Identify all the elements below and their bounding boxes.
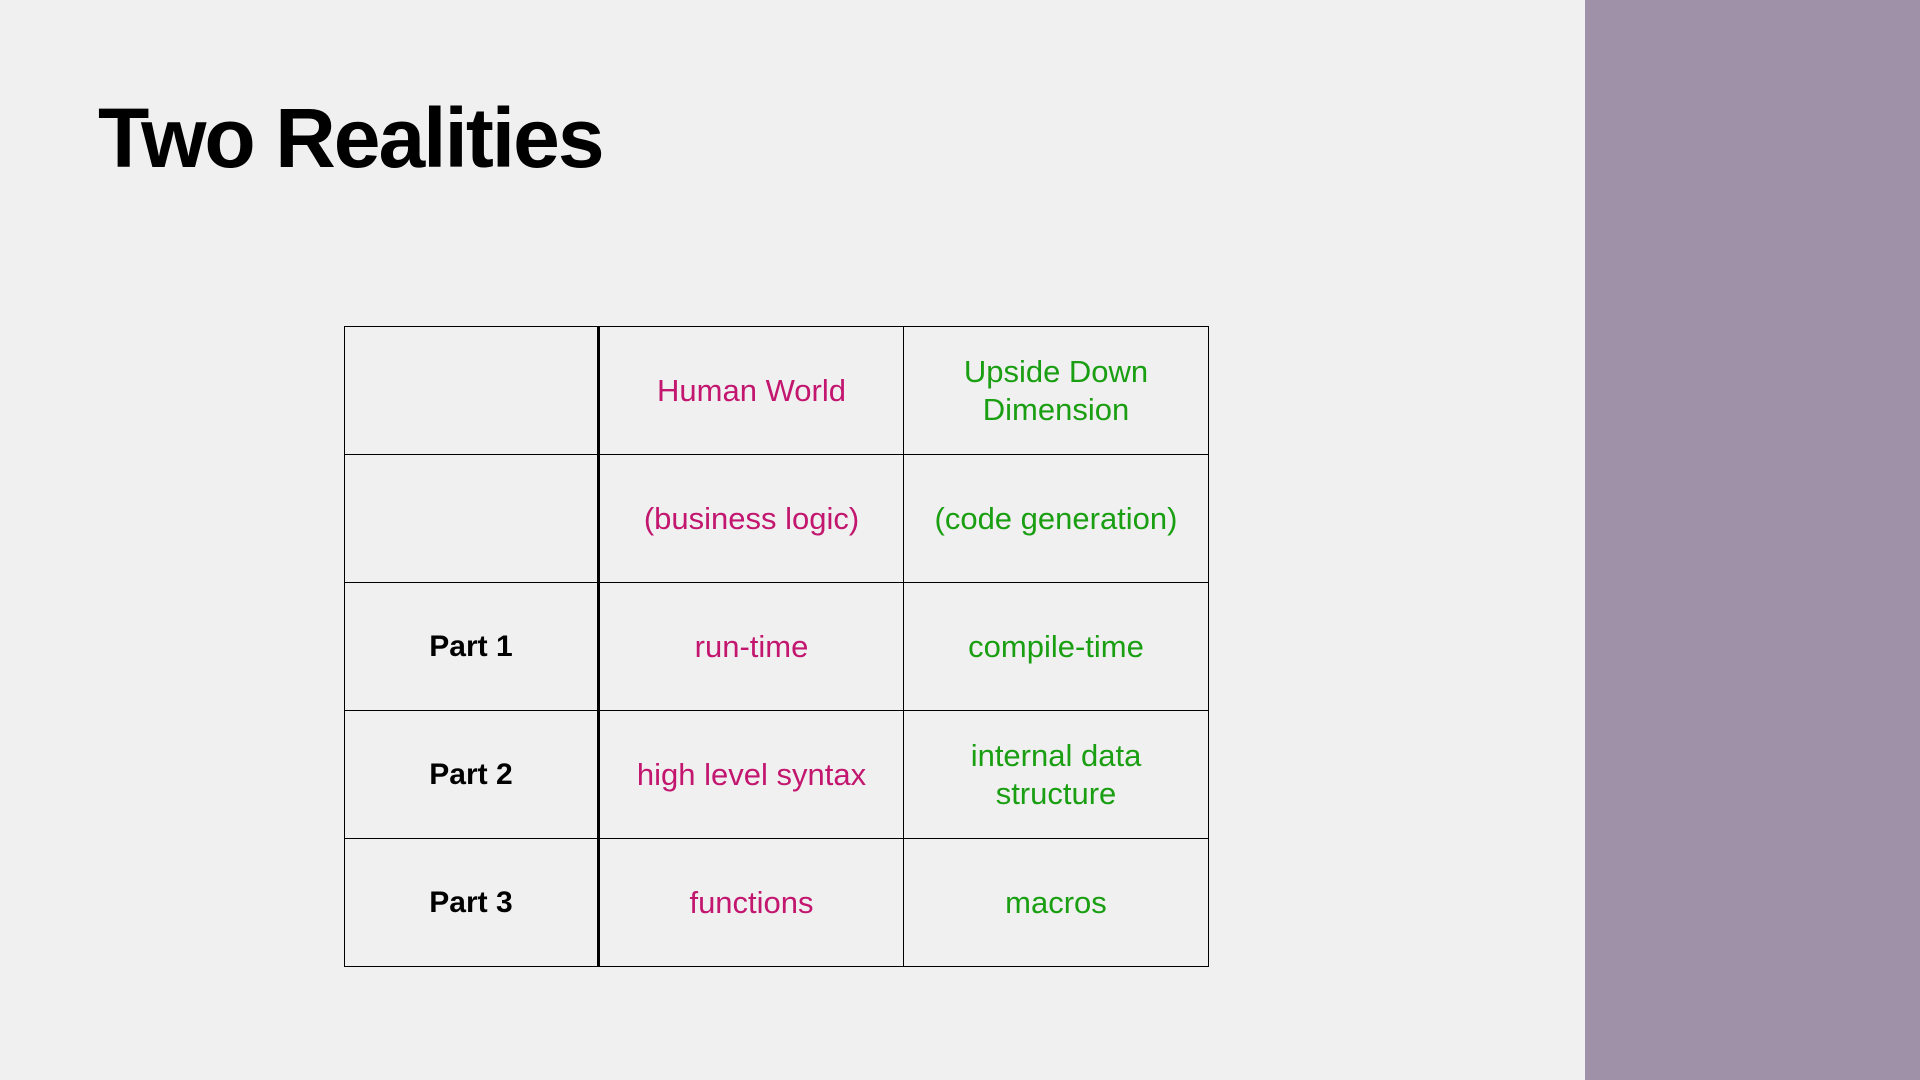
- side-panel: [1585, 0, 1920, 1080]
- table-row: (business logic) (code generation): [344, 454, 1209, 583]
- table-row: Part 2 high level syntax internal data s…: [344, 710, 1209, 839]
- upside-down-subheader: (code generation): [903, 454, 1209, 583]
- table-row: Part 1 run-time compile-time: [344, 582, 1209, 711]
- slide: Two Realities Human World Upside Down Di…: [98, 91, 1209, 967]
- slide-title: Two Realities: [98, 91, 605, 185]
- upside-down-header: Upside Down Dimension: [903, 326, 1209, 455]
- table-row: Human World Upside Down Dimension: [344, 326, 1209, 455]
- upside-down-cell: compile-time: [903, 582, 1209, 711]
- row-label-part-1: Part 1: [344, 582, 600, 711]
- human-world-cell: functions: [598, 838, 904, 967]
- table-row: Part 3 functions macros: [344, 838, 1209, 967]
- row-label-part-3: Part 3: [344, 838, 600, 967]
- row-label-part-2: Part 2: [344, 710, 600, 839]
- upside-down-cell: internal data structure: [903, 710, 1209, 839]
- human-world-cell: high level syntax: [598, 710, 904, 839]
- upside-down-cell: macros: [903, 838, 1209, 967]
- human-world-cell: run-time: [598, 582, 904, 711]
- comparison-table: Human World Upside Down Dimension (busin…: [344, 326, 1209, 967]
- human-world-header: Human World: [598, 326, 904, 455]
- human-world-subheader: (business logic): [598, 454, 904, 583]
- row-label: [344, 454, 600, 583]
- row-label: [344, 326, 600, 455]
